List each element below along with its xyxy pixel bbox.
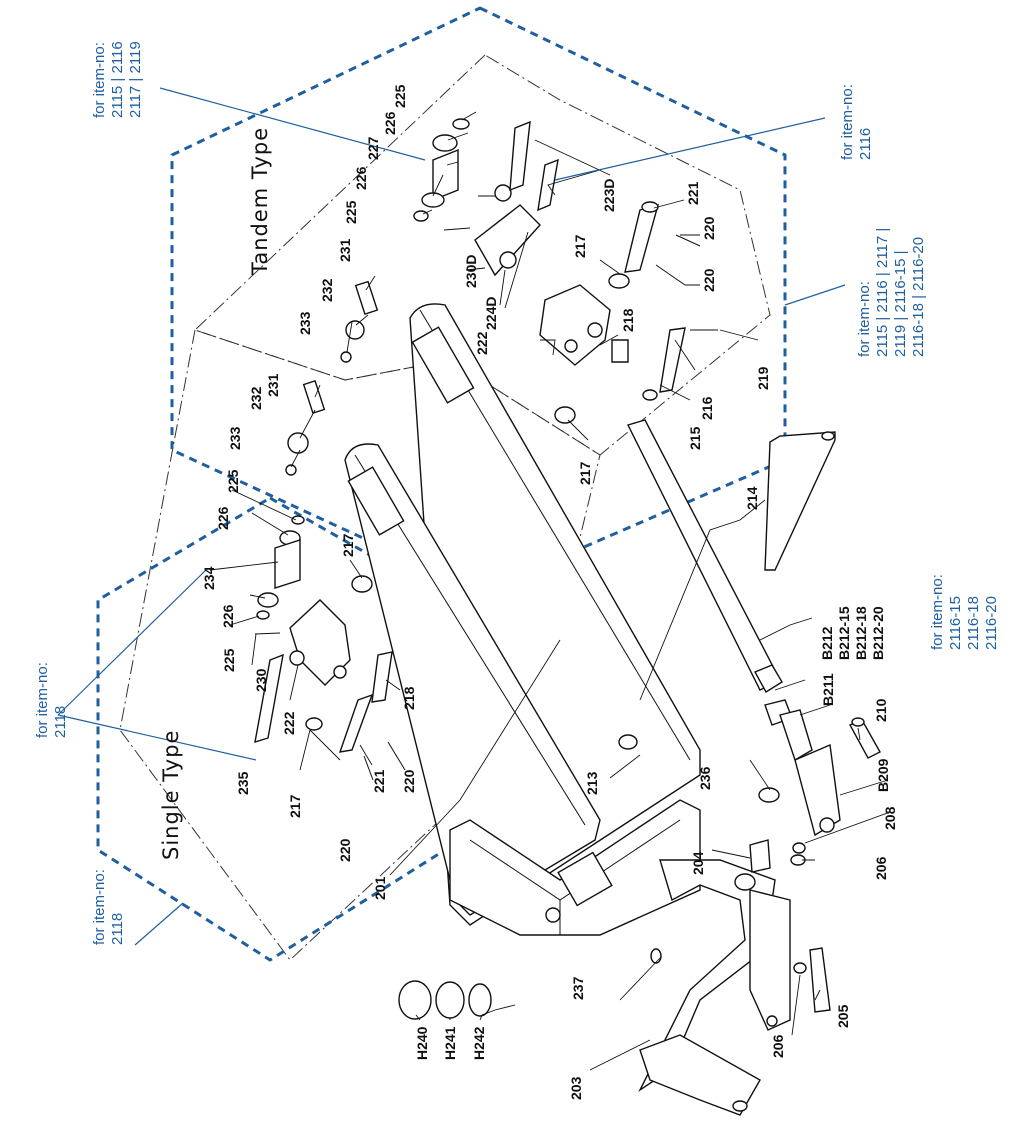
part-label: 205 — [835, 1004, 851, 1028]
part-label: B209 — [875, 758, 891, 792]
leader-lines — [209, 111, 891, 1071]
part-number-labels: 225 226 227 226 225 231 232 233 230D 224… — [201, 84, 898, 1100]
part-label: 226 — [220, 604, 236, 628]
part-label: 233 — [227, 426, 243, 450]
part-label: 208 — [882, 806, 898, 830]
note-line: 2119 | 2116-15 | — [892, 251, 909, 358]
part-label: 217 — [572, 234, 588, 258]
part-label: H241 — [442, 1026, 458, 1060]
tandem-type-title: Tandem Type — [248, 127, 272, 276]
single-parts — [254, 379, 406, 781]
note-leader-lines — [57, 87, 846, 946]
part-label: 225 — [392, 84, 408, 108]
note-line: 2116-20 — [983, 596, 1000, 650]
part-label: 223D — [601, 179, 617, 212]
part-label: 213 — [584, 771, 600, 795]
tandem-type-boundary — [170, 6, 787, 594]
part-label: 220 — [701, 268, 717, 292]
note-2118-single: for item-no: 2118 — [34, 662, 69, 738]
part-label: 233 — [297, 311, 313, 335]
part-label: 225 — [225, 469, 241, 493]
part-label: 217 — [340, 533, 356, 557]
note-b212-items: for item-no: 2116-15 2116-18 2116-20 — [929, 574, 1000, 650]
part-label: 222 — [281, 711, 297, 735]
part-label: 224D — [483, 297, 499, 330]
part-label: 232 — [248, 386, 264, 410]
part-label: 221 — [371, 769, 387, 793]
part-label: B212-18 — [853, 606, 869, 660]
note-tandem-items: for item-no: 2115 | 2116 2117 | 2119 — [91, 41, 144, 118]
note-line: for item-no: — [91, 42, 108, 118]
part-label: 231 — [337, 238, 353, 262]
note-line: 2116-18 — [965, 596, 982, 650]
part-label: 206 — [770, 1034, 786, 1058]
part-label: 225 — [221, 648, 237, 672]
part-label: 230D — [463, 255, 479, 288]
single-type-title: Single Type — [159, 730, 183, 860]
part-label: 204 — [690, 851, 706, 875]
b212-variants: B212 B212-15 B212-18 B212-20 — [819, 606, 886, 660]
note-pull-rod-items: for item-no: 2115 | 2116 | 2117 | 2119 |… — [856, 228, 927, 357]
part-label: 220 — [401, 769, 417, 793]
part-label: H240 — [414, 1026, 430, 1060]
note-line: 2117 | 2119 — [127, 41, 144, 118]
part-label: B212-20 — [870, 606, 886, 660]
part-label: 226 — [353, 166, 369, 190]
part-label: 234 — [201, 566, 217, 590]
tandem-parts — [340, 118, 718, 424]
part-label: 225 — [343, 200, 359, 224]
part-label: 232 — [319, 278, 335, 302]
part-label: B212-15 — [836, 606, 852, 660]
part-label: 231 — [265, 373, 281, 397]
part-label: 226 — [215, 506, 231, 530]
pull-rod — [627, 419, 836, 726]
part-label: H242 — [471, 1026, 487, 1060]
note-line: for item-no: — [34, 662, 51, 738]
part-label: 217 — [287, 794, 303, 818]
part-label: B212 — [819, 626, 835, 660]
note-line: for item-no: — [929, 574, 946, 650]
part-label: 215 — [687, 426, 703, 450]
note-line: 2118 — [109, 913, 126, 945]
part-label: 218 — [620, 308, 636, 332]
note-line: 2115 | 2116 — [109, 41, 126, 118]
part-label: 203 — [568, 1076, 584, 1100]
part-label: 210 — [873, 698, 889, 722]
part-label: 230 — [253, 668, 269, 692]
part-label: 219 — [755, 366, 771, 390]
part-label: 235 — [235, 771, 251, 795]
part-label: 220 — [701, 216, 717, 240]
lower-assembly — [398, 709, 881, 1116]
note-2118-boundary: for item-no: 2118 — [91, 869, 126, 945]
part-label: 216 — [699, 396, 715, 420]
fork-frame — [344, 303, 701, 936]
note-line: 2118 — [52, 706, 69, 738]
note-line: 2115 | 2116 | 2117 | — [874, 228, 891, 357]
note-line: 2116-15 — [947, 596, 964, 650]
part-label: 237 — [570, 976, 586, 1000]
note-line: for item-no: — [856, 281, 873, 357]
part-label: 221 — [685, 181, 701, 205]
part-label: 217 — [577, 461, 593, 485]
note-line: 2116-18 | 2116-20 — [910, 237, 927, 357]
part-label: 220 — [337, 838, 353, 862]
part-label: 236 — [697, 766, 713, 790]
note-line: 2116 — [857, 128, 874, 160]
note-2116: for item-no: 2116 — [839, 84, 874, 160]
part-label: 226 — [382, 111, 398, 135]
part-label: 214 — [744, 486, 760, 510]
part-label: 206 — [873, 856, 889, 880]
note-line: for item-no: — [91, 869, 108, 945]
part-label: 227 — [365, 136, 381, 160]
part-label: 222 — [474, 331, 490, 355]
part-label: 201 — [372, 876, 388, 900]
part-label: 218 — [401, 686, 417, 710]
note-line: for item-no: — [839, 84, 856, 160]
part-label: B211 — [820, 673, 836, 706]
